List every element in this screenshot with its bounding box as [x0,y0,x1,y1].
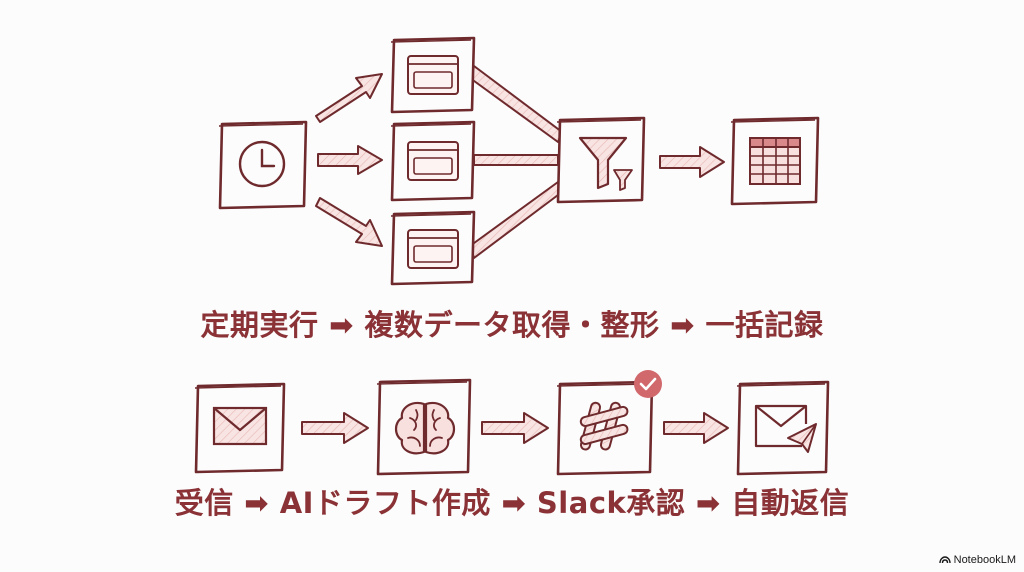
node-data-source-2 [390,120,476,202]
browser-window-icon [407,229,459,269]
node-filter-transform [556,116,646,204]
brain-icon [394,401,456,455]
clock-icon [238,140,286,188]
arrow-funnel-to-table [659,146,725,178]
spreadsheet-table-icon [749,137,801,185]
node-slack-approval [556,370,662,476]
flow1-connectors [315,65,725,259]
send-mail-icon [754,404,817,453]
node-ai-draft [376,378,472,476]
node-auto-reply [736,380,830,476]
check-badge-icon [634,370,662,398]
connector-window-bottom-to-funnel [469,181,563,259]
watermark-text: NotebookLM [953,554,1016,566]
node-data-source-1 [390,36,476,114]
node-bulk-record [730,116,820,206]
arrow-clock-to-window-top [315,73,383,123]
flow1-caption: 定期実行 ➡ 複数データ取得・整形 ➡ 一括記録 [200,308,824,342]
node-receive [194,382,286,474]
arrow-inbox-to-ai [301,412,369,444]
arrow-ai-to-slack [481,412,549,444]
notebooklm-watermark: NotebookLM [938,554,1016,566]
node-data-source-3 [390,210,476,286]
notebooklm-logo-icon [938,556,951,564]
connector-window-top-to-funnel [469,65,563,143]
connector-window-mid-to-funnel [473,154,559,166]
browser-window-icon [407,141,459,181]
browser-window-icon [407,55,459,95]
envelope-icon [212,406,268,446]
arrow-slack-to-reply [663,412,729,444]
filter-funnel-icon [578,136,633,191]
arrow-clock-to-window-bottom [315,197,383,247]
flow2-connectors [301,412,729,444]
node-schedule-trigger [218,120,308,210]
arrow-clock-to-window-mid [317,145,383,175]
flow2-caption: 受信 ➡ AIドラフト作成 ➡ Slack承認 ➡ 自動返信 [174,486,850,520]
slack-hash-icon [579,401,629,451]
